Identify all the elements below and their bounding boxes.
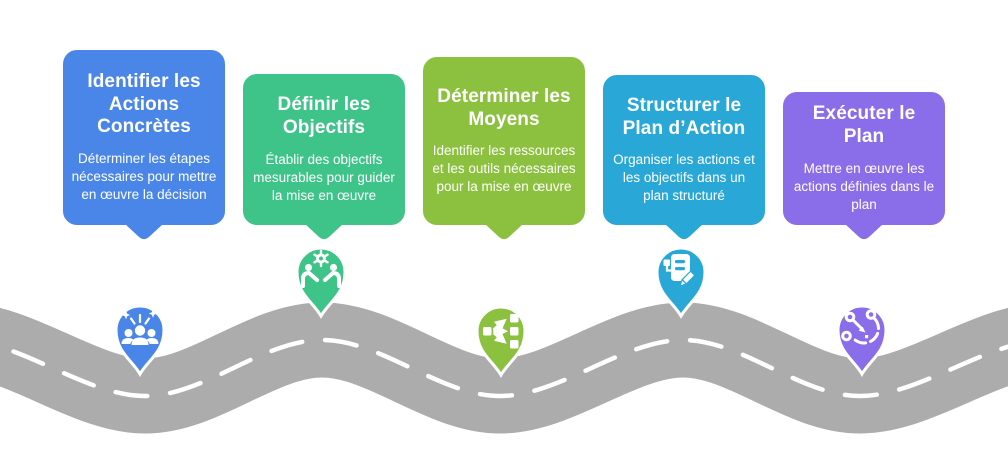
step-5-pin [836, 304, 888, 378]
step-3-description: Identifier les ressources et les outils … [432, 143, 576, 195]
card-tail [485, 224, 523, 240]
step-4-card: Structurer le Plan d’Action Organiser le… [601, 73, 767, 240]
step-5-description: Mettre en œuvre les actions définies dan… [793, 160, 935, 212]
card-tail [665, 224, 703, 240]
team-celebration-icon [121, 309, 159, 345]
step-2-title: Définir les Objectifs [277, 94, 371, 139]
step-5-title: Exécuter le Plan [812, 103, 916, 148]
step-4-description: Organiser les actions et les objectifs d… [613, 152, 755, 204]
collaboration-gear-icon [301, 249, 341, 288]
deploy-route-icon [841, 309, 880, 345]
step-4-title: Structurer le Plan d’Action [622, 94, 746, 139]
step-2-pin [295, 246, 347, 320]
plan-edit-icon [663, 254, 696, 287]
step-5-card: Exécuter le Plan Mettre en œuvre les act… [781, 90, 947, 240]
step-3-title: Déterminer les Moyens [437, 85, 571, 130]
step-1-description: Déterminer les étapes nécessaires pour m… [71, 151, 217, 203]
step-1-pin [114, 304, 166, 378]
workflow-branch-icon [483, 314, 519, 349]
card-tail [125, 224, 163, 240]
step-3-card: Déterminer les Moyens Identifier les res… [421, 55, 587, 240]
step-2-description: Établir des objectifs mesurables pour gu… [253, 151, 395, 203]
step-1-card: Identifier les Actions Concrètes Détermi… [61, 48, 227, 240]
step-1-title: Identifier les Actions Concrètes [87, 70, 201, 138]
card-tail [305, 224, 343, 240]
road-center-dashes [0, 337, 1008, 399]
step-3-pin [475, 305, 527, 379]
pin-shape [836, 304, 888, 378]
step-2-card: Définir les Objectifs Établir des object… [241, 72, 407, 240]
step-4-pin [655, 246, 707, 320]
card-tail [845, 224, 883, 240]
